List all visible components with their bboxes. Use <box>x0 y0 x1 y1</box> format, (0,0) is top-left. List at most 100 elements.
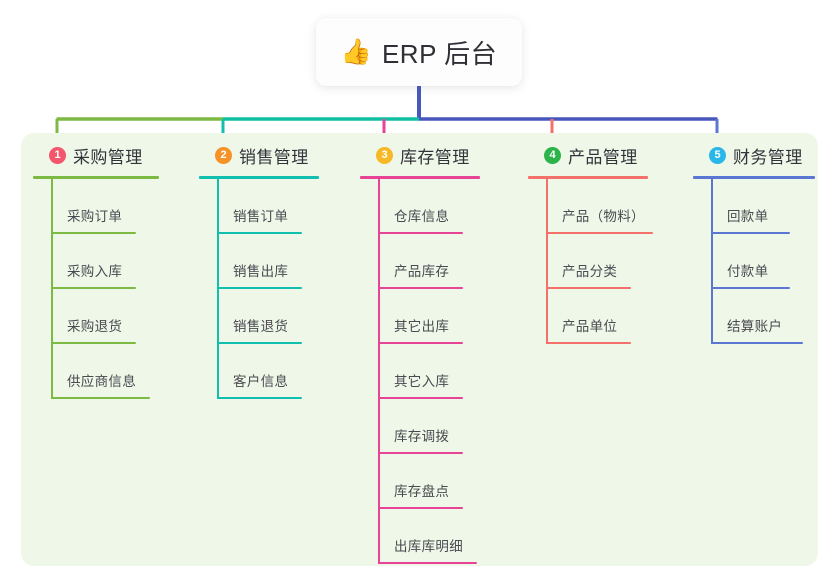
leaf-item[interactable]: 库存调拨 <box>378 399 480 454</box>
branch-column: 4 产品管理产品（物料） 产品分类产品单位 <box>528 143 653 344</box>
leaf-item[interactable]: 付款单 <box>711 234 815 289</box>
leaf-item[interactable]: 客户信息 <box>217 344 319 399</box>
leaf-item-rule <box>378 287 463 289</box>
branch-number-badge: 4 <box>544 146 561 164</box>
leaf-item-label: 回款单 <box>727 209 769 224</box>
leaf-item-label: 供应商信息 <box>67 374 136 389</box>
leaf-item-rule <box>51 342 136 344</box>
leaf-item-rule <box>378 562 477 564</box>
branch-title: 库存管理 <box>400 147 470 167</box>
leaf-item-label: 产品（物料） <box>562 209 645 224</box>
leaf-item[interactable]: 供应商信息 <box>51 344 159 399</box>
leaf-item[interactable]: 销售出库 <box>217 234 319 289</box>
branch-trunk-line <box>711 179 713 344</box>
leaf-item[interactable]: 出库库明细 <box>378 509 480 564</box>
leaf-item[interactable]: 销售订单 <box>217 179 319 234</box>
branch-header-rule <box>360 176 480 179</box>
leaf-item-rule <box>711 342 803 344</box>
branch-title: 采购管理 <box>73 147 143 167</box>
leaf-item[interactable]: 采购订单 <box>51 179 159 234</box>
leaf-item-label: 客户信息 <box>233 374 289 389</box>
leaf-item[interactable]: 库存盘点 <box>378 454 480 509</box>
branch-number-badge: 2 <box>215 146 232 164</box>
branch-column: 1 采购管理采购订单采购入库采购退货供应商信息 <box>33 143 159 399</box>
branch-title: 产品管理 <box>568 147 638 167</box>
leaf-item-rule <box>217 342 302 344</box>
leaf-item[interactable]: 产品单位 <box>546 289 648 344</box>
leaf-item-label: 结算账户 <box>727 319 783 334</box>
leaf-item-label: 产品库存 <box>394 264 450 279</box>
leaf-item[interactable]: 产品分类 <box>546 234 648 289</box>
leaf-item-rule <box>217 287 302 289</box>
branch-header-rule <box>199 176 319 179</box>
leaf-item-label: 其它入库 <box>394 374 450 389</box>
branch-header-rule <box>33 176 159 179</box>
leaf-item-rule <box>546 287 631 289</box>
leaf-item-label: 出库库明细 <box>394 539 463 554</box>
leaf-item-rule <box>711 287 790 289</box>
leaf-list: 回款单付款单结算账户 <box>693 179 815 344</box>
leaf-item[interactable]: 仓库信息 <box>378 179 480 234</box>
branch-header[interactable]: 2 销售管理 <box>199 143 319 167</box>
branch-title: 销售管理 <box>239 147 309 167</box>
leaf-item-label: 销售出库 <box>233 264 289 279</box>
leaf-item-label: 仓库信息 <box>394 209 450 224</box>
leaf-item[interactable]: 销售退货 <box>217 289 319 344</box>
leaf-item-label: 采购订单 <box>67 209 123 224</box>
branch-number-badge: 5 <box>709 146 726 164</box>
leaf-item-label: 其它出库 <box>394 319 450 334</box>
branch-header-rule <box>528 176 648 179</box>
branch-header[interactable]: 3 库存管理 <box>360 143 480 167</box>
leaf-item-rule <box>378 397 463 399</box>
leaf-list: 采购订单采购入库采购退货供应商信息 <box>33 179 159 399</box>
leaf-list: 产品（物料） 产品分类产品单位 <box>528 179 653 344</box>
leaf-item-rule <box>711 232 790 234</box>
leaf-item[interactable]: 采购入库 <box>51 234 159 289</box>
root-node[interactable]: 👍 ERP 后台 <box>316 18 522 86</box>
leaf-item-rule <box>51 232 136 234</box>
leaf-item[interactable]: 结算账户 <box>711 289 815 344</box>
branch-trunk-line <box>51 179 53 399</box>
leaf-item-label: 库存调拨 <box>394 429 450 444</box>
leaf-item-rule <box>378 507 463 509</box>
leaf-item[interactable]: 回款单 <box>711 179 815 234</box>
branch-header[interactable]: 5 财务管理 <box>693 143 815 167</box>
leaf-item-label: 库存盘点 <box>394 484 450 499</box>
leaf-item-rule <box>51 397 150 399</box>
leaf-item-label: 产品单位 <box>562 319 618 334</box>
leaf-item-rule <box>546 342 631 344</box>
branch-number-badge: 1 <box>49 146 66 164</box>
leaf-list: 销售订单销售出库销售退货客户信息 <box>199 179 319 399</box>
thumbs-up-icon: 👍 <box>340 37 372 66</box>
leaf-item[interactable]: 采购退货 <box>51 289 159 344</box>
root-node-title: ERP 后台 <box>381 38 498 69</box>
leaf-item[interactable]: 其它入库 <box>378 344 480 399</box>
branch-header[interactable]: 1 采购管理 <box>33 143 159 167</box>
leaf-item[interactable]: 产品库存 <box>378 234 480 289</box>
branch-number-badge: 3 <box>376 146 393 164</box>
branch-panel <box>21 133 818 566</box>
branch-column: 2 销售管理销售订单销售出库销售退货客户信息 <box>199 143 319 399</box>
leaf-item[interactable]: 其它出库 <box>378 289 480 344</box>
branch-header-rule <box>693 176 815 179</box>
branch-title: 财务管理 <box>733 147 803 167</box>
leaf-item-rule <box>51 287 136 289</box>
leaf-item-rule <box>217 232 302 234</box>
branch-header[interactable]: 4 产品管理 <box>528 143 648 167</box>
branch-column: 5 财务管理回款单付款单结算账户 <box>693 143 815 344</box>
branch-column: 3 库存管理仓库信息产品库存其它出库其它入库库存调拨库存盘点出库库明细 <box>360 143 480 564</box>
leaf-item-label: 采购退货 <box>67 319 123 334</box>
branch-trunk-line <box>378 179 380 564</box>
leaf-item-label: 付款单 <box>727 264 769 279</box>
leaf-item-rule <box>217 397 302 399</box>
branch-trunk-line <box>217 179 219 399</box>
leaf-item-label: 销售退货 <box>233 319 289 334</box>
leaf-item-rule <box>378 232 463 234</box>
leaf-item-label: 采购入库 <box>67 264 123 279</box>
leaf-item-label: 产品分类 <box>562 264 618 279</box>
leaf-item-rule <box>378 452 463 454</box>
leaf-item[interactable]: 产品（物料） <box>546 179 653 234</box>
leaf-item-rule <box>378 342 463 344</box>
leaf-item-label: 销售订单 <box>233 209 289 224</box>
